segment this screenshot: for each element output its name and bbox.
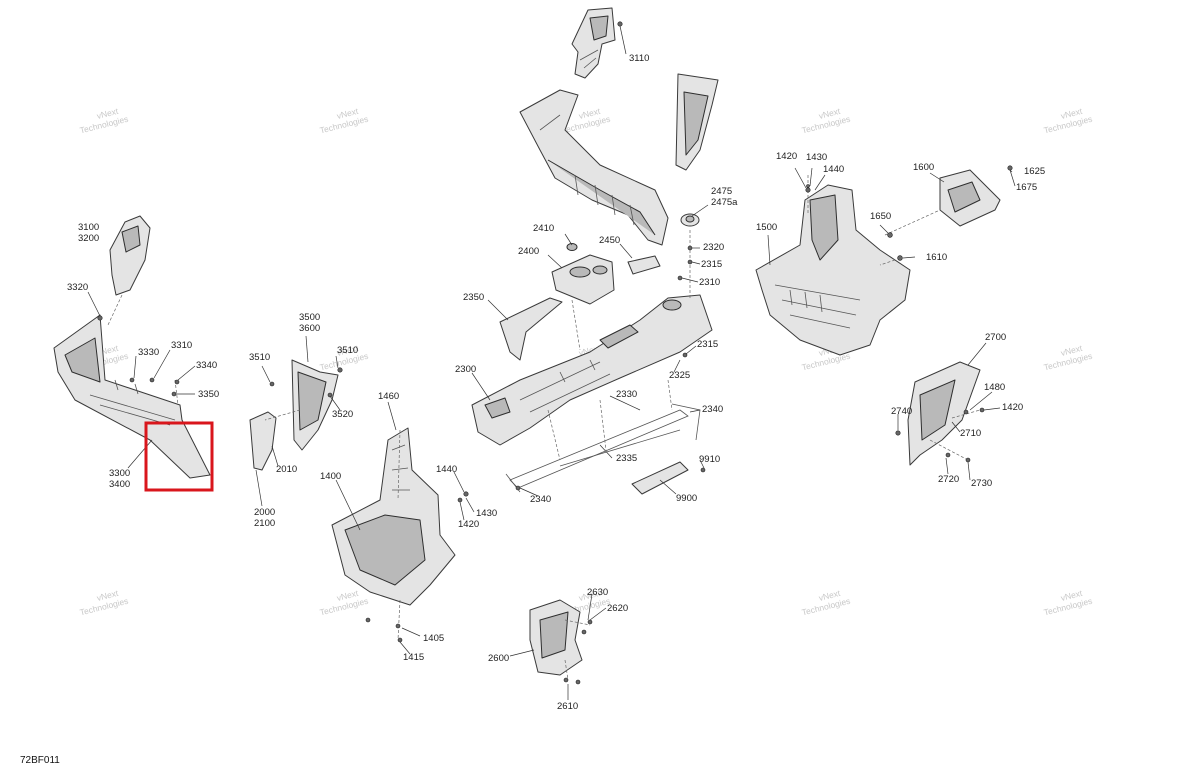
part-label-2325[interactable]: 2325 — [669, 370, 690, 381]
part-label-2600[interactable]: 2600 — [488, 653, 509, 664]
part-label-2310[interactable]: 2310 — [699, 277, 720, 288]
part-label-3330[interactable]: 3330 — [138, 347, 159, 358]
part-label-3340[interactable]: 3340 — [196, 360, 217, 371]
part-label-1500[interactable]: 1500 — [756, 222, 777, 233]
part-label-2720[interactable]: 2720 — [938, 474, 959, 485]
part-label-3520[interactable]: 3520 — [332, 409, 353, 420]
part-label-2740[interactable]: 2740 — [891, 406, 912, 417]
part-label-1675[interactable]: 1675 — [1016, 182, 1037, 193]
part-label-2100[interactable]: 2100 — [254, 518, 275, 529]
part-label-2400[interactable]: 2400 — [518, 246, 539, 257]
part-label-3320[interactable]: 3320 — [67, 282, 88, 293]
part-label-1400[interactable]: 1400 — [320, 471, 341, 482]
part-label-1415[interactable]: 1415 — [403, 652, 424, 663]
part-label-2450[interactable]: 2450 — [599, 235, 620, 246]
part-label-1610[interactable]: 1610 — [926, 252, 947, 263]
part-label-2320[interactable]: 2320 — [703, 242, 724, 253]
part-label-1430b[interactable]: 1430 — [476, 508, 497, 519]
part-label-2700[interactable]: 2700 — [985, 332, 1006, 343]
part-side-panel-drawing[interactable] — [675, 73, 719, 171]
diagram-code: 72BF011 — [20, 755, 60, 766]
part-label-1650[interactable]: 1650 — [870, 211, 891, 222]
part-label-2475[interactable]: 2475 — [711, 186, 732, 197]
part-label-3350[interactable]: 3350 — [198, 389, 219, 400]
part-2600-drawing[interactable] — [529, 599, 583, 676]
part-2300-drawing[interactable] — [471, 294, 713, 446]
part-label-9900[interactable]: 9900 — [676, 493, 697, 504]
assembly-guide-lines — [107, 175, 981, 681]
part-label-2630[interactable]: 2630 — [587, 587, 608, 598]
part-label-1440a[interactable]: 1440 — [823, 164, 844, 175]
part-3110-drawing[interactable] — [571, 7, 616, 79]
part-label-1420b[interactable]: 1420 — [1002, 402, 1023, 413]
part-1400-drawing[interactable] — [331, 427, 456, 606]
part-center-post-drawing[interactable] — [519, 89, 669, 246]
part-label-2000[interactable]: 2000 — [254, 507, 275, 518]
part-label-3200[interactable]: 3200 — [78, 233, 99, 244]
part-label-2410[interactable]: 2410 — [533, 223, 554, 234]
part-label-2340a[interactable]: 2340 — [702, 404, 723, 415]
part-label-3510a[interactable]: 3510 — [249, 352, 270, 363]
part-3300-drawing[interactable] — [53, 314, 211, 479]
part-label-2610[interactable]: 2610 — [557, 701, 578, 712]
part-1500-drawing[interactable] — [755, 184, 911, 356]
part-label-1480[interactable]: 1480 — [984, 382, 1005, 393]
part-label-3310[interactable]: 3310 — [171, 340, 192, 351]
part-2700-drawing[interactable] — [907, 361, 981, 466]
part-1600-drawing[interactable] — [939, 169, 1001, 227]
part-label-1420c[interactable]: 1420 — [458, 519, 479, 530]
part-label-2350[interactable]: 2350 — [463, 292, 484, 303]
part-label-2315b[interactable]: 2315 — [697, 339, 718, 350]
part-3100-drawing[interactable] — [109, 215, 151, 296]
part-label-2335[interactable]: 2335 — [616, 453, 637, 464]
part-label-2330[interactable]: 2330 — [616, 389, 637, 400]
part-label-2010[interactable]: 2010 — [276, 464, 297, 475]
part-label-1420a[interactable]: 1420 — [776, 151, 797, 162]
part-2000-drawing[interactable] — [249, 411, 277, 471]
highlight-box — [144, 421, 214, 492]
part-2475-drawing[interactable] — [680, 213, 700, 227]
part-label-1625[interactable]: 1625 — [1024, 166, 1045, 177]
part-label-1405[interactable]: 1405 — [423, 633, 444, 644]
part-2350-drawing[interactable] — [499, 297, 563, 361]
part-2400-drawing[interactable] — [551, 254, 615, 305]
part-label-3600[interactable]: 3600 — [299, 323, 320, 334]
part-9900-drawing[interactable] — [631, 461, 689, 495]
part-label-2475a[interactable]: 2475a — [711, 197, 738, 208]
callout-leaders — [87, 25, 1016, 700]
fasteners — [97, 21, 1013, 685]
part-label-3500[interactable]: 3500 — [299, 312, 320, 323]
part-2410-drawing[interactable] — [566, 243, 578, 251]
part-label-1460[interactable]: 1460 — [378, 391, 399, 402]
part-label-3100[interactable]: 3100 — [78, 222, 99, 233]
part-label-2730[interactable]: 2730 — [971, 478, 992, 489]
part-2450-drawing[interactable] — [627, 255, 661, 275]
part-label-2340b[interactable]: 2340 — [530, 494, 551, 505]
part-label-2315a[interactable]: 2315 — [701, 259, 722, 270]
part-label-1430a[interactable]: 1430 — [806, 152, 827, 163]
part-label-2620[interactable]: 2620 — [607, 603, 628, 614]
part-label-3510b[interactable]: 3510 — [337, 345, 358, 356]
part-label-3300[interactable]: 3300 — [109, 468, 130, 479]
part-3500-drawing[interactable] — [291, 359, 339, 451]
part-label-3400[interactable]: 3400 — [109, 479, 130, 490]
part-label-1440b[interactable]: 1440 — [436, 464, 457, 475]
part-label-3110[interactable]: 3110 — [629, 53, 649, 64]
part-label-2300[interactable]: 2300 — [455, 364, 476, 375]
part-label-2710[interactable]: 2710 — [960, 428, 981, 439]
part-label-1600[interactable]: 1600 — [913, 162, 934, 173]
part-label-9910[interactable]: 9910 — [699, 454, 720, 465]
